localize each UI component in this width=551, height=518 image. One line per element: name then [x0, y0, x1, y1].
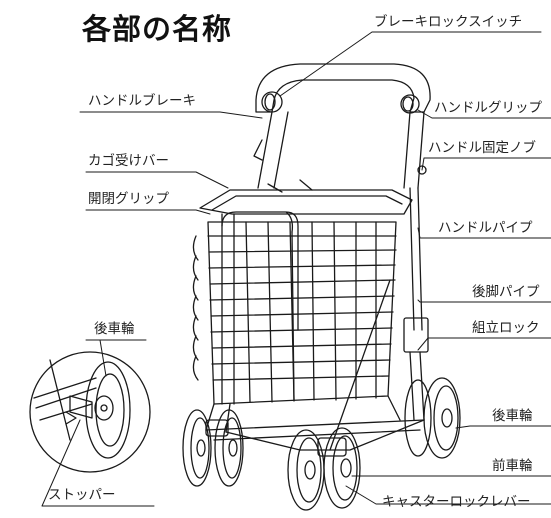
label-handle-pipe: ハンドルパイプ [438, 220, 533, 236]
lower-frame [205, 279, 425, 451]
handle-frame [253, 63, 431, 189]
label-handle-brake: ハンドルブレーキ [88, 93, 196, 109]
leader-assembly-lock [417, 337, 551, 351]
leader-rear-wheel [455, 425, 551, 429]
label-basket-bar: カゴ受けバー [88, 153, 169, 169]
brake-lock-switch-part [261, 91, 283, 113]
front-wheel-center-2 [317, 427, 361, 509]
leader-handle-fix-knob [421, 157, 551, 171]
leader-stopper [41, 419, 155, 507]
label-rear-wheel: 後車輪 [492, 408, 533, 424]
handle-grip-part [400, 94, 420, 114]
leader-lines [41, 31, 551, 507]
rear-leg-pipe [403, 187, 429, 421]
label-caster-lock-lever: キャスターロックレバー [382, 494, 531, 510]
label-handle-grip: ハンドルグリップ [434, 100, 542, 116]
label-open-close-grip: 開閉グリップ [88, 191, 169, 207]
label-assembly-lock: 組立ロック [472, 320, 540, 336]
leader-basket-bar [85, 171, 229, 189]
front-wheel-left-2 [205, 409, 244, 487]
label-front-wheel: 前車輪 [492, 458, 533, 474]
leader-open-close-grip [85, 209, 211, 215]
leader-rear-leg-pipe [417, 299, 551, 303]
leader-rear-wheel-inset [85, 339, 147, 377]
label-rear-wheel-inset: 後車輪 [94, 321, 135, 337]
leader-brake-lock-switch [279, 31, 542, 97]
inset-detail-circle [29, 351, 151, 473]
handle-fix-knob-part [417, 165, 427, 175]
leader-handle-pipe [417, 227, 551, 239]
assembly-lock-part [403, 317, 429, 353]
leader-handle-brake [79, 111, 263, 119]
front-wheel-left-1 [182, 409, 212, 487]
label-rear-leg-pipe: 後脚パイプ [472, 284, 540, 300]
leader-caster-lock-lever [345, 485, 551, 505]
page-title: 各部の名称 [82, 12, 233, 46]
rear-wheel-left [404, 379, 432, 457]
label-brake-lock-switch: ブレーキロックスイッチ [374, 14, 523, 30]
label-handle-fix-knob: ハンドル固定ノブ [428, 140, 536, 156]
rear-wheel-right [423, 377, 461, 459]
label-stopper: ストッパー [48, 487, 116, 503]
leader-handle-grip [417, 109, 551, 119]
basket [192, 179, 413, 405]
